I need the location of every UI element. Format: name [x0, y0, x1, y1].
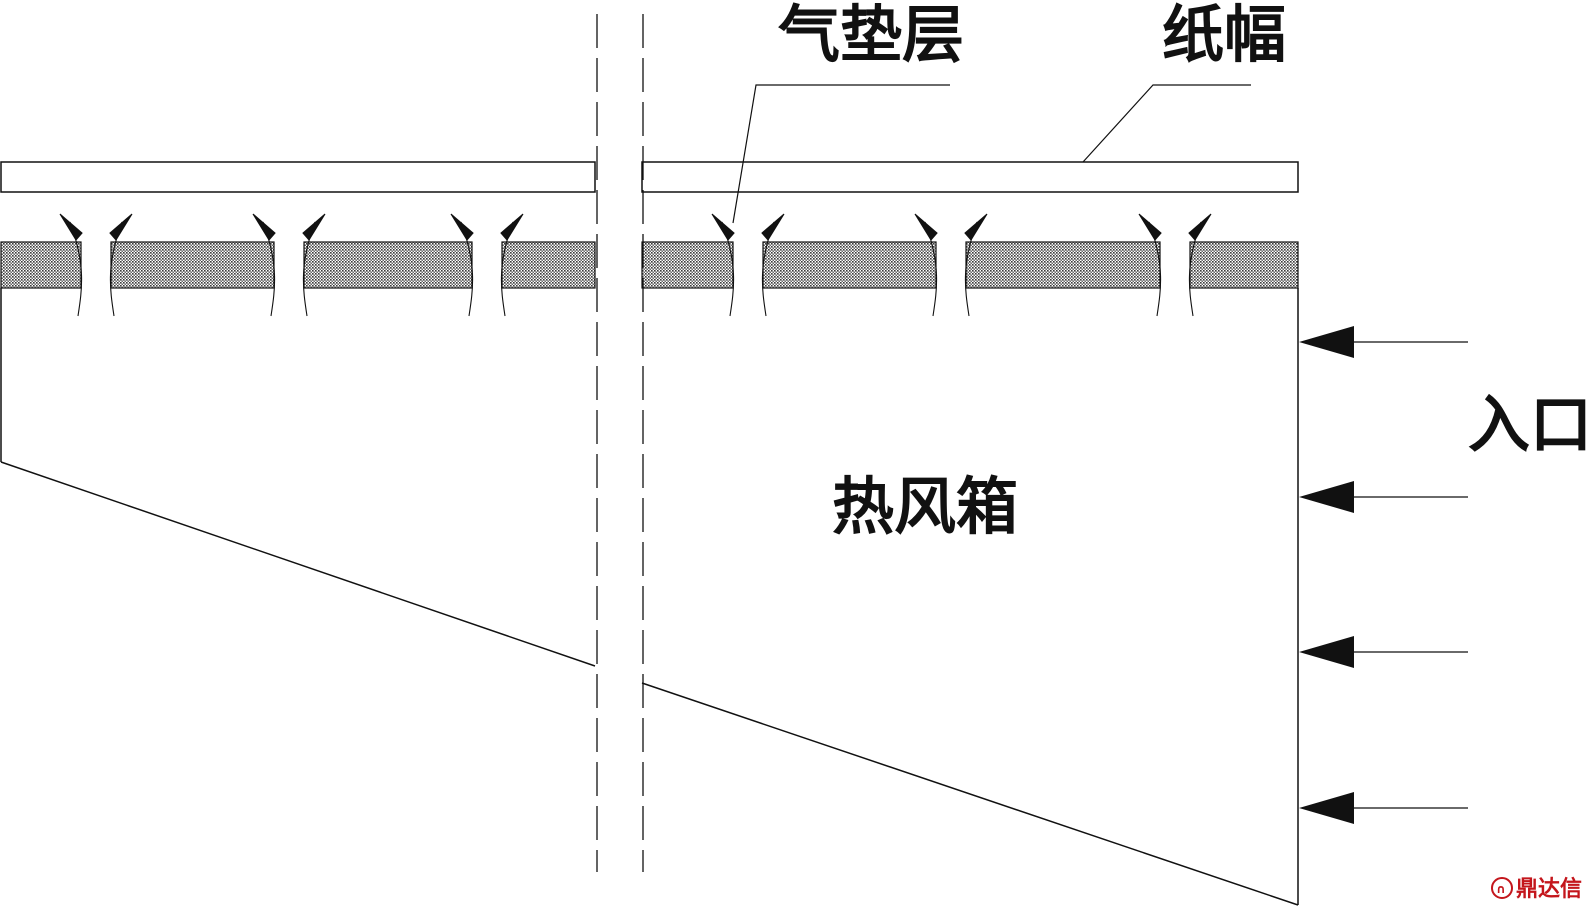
inlet-arrow-icon — [1299, 636, 1354, 668]
nozzle-plate-segment — [641, 241, 734, 289]
nozzle-plate — [0, 241, 1299, 289]
jet-arrow-icon — [914, 213, 938, 241]
logo-mark: ∩ — [1496, 882, 1506, 896]
break-lines — [596, 14, 644, 872]
hot-air-box-outline — [0, 288, 1299, 906]
jet-arrow-icon — [761, 213, 785, 241]
jet-arrow-icon — [59, 213, 83, 241]
inlet-arrow-icon — [1299, 481, 1354, 513]
label-paper-web: 纸幅 — [1162, 0, 1286, 71]
nozzle-plate-segment — [501, 241, 596, 289]
jet-arrow-icon — [450, 213, 474, 241]
paper-web-left — [0, 161, 596, 193]
inlet-arrow — [1299, 326, 1468, 358]
leader-paper-web — [1082, 84, 1251, 163]
jet-arrow-icon — [252, 213, 276, 241]
nozzles — [59, 213, 1212, 317]
nozzle-plate-segment — [965, 241, 1161, 289]
nozzle-jet — [450, 213, 524, 317]
nozzle-jet — [1138, 213, 1212, 317]
inlet-arrow — [1299, 481, 1468, 513]
nozzle-jet — [711, 213, 785, 317]
nozzle-plate-segment — [0, 241, 82, 289]
nozzle-plate-segment — [762, 241, 937, 289]
nozzle-jet — [914, 213, 988, 317]
dingdaxin-logo-icon — [1491, 877, 1513, 899]
jet-arrow-icon — [1188, 213, 1212, 241]
jet-arrow-icon — [711, 213, 735, 241]
nozzle-plate-segment — [110, 241, 275, 289]
paper-web-right — [641, 161, 1299, 193]
paper-web — [0, 161, 1299, 193]
nozzle-plate-segment — [303, 241, 473, 289]
label-air-cushion-layer: 气垫层 — [778, 0, 964, 71]
inlet-arrow-icon — [1299, 326, 1354, 358]
jet-arrow-icon — [1138, 213, 1162, 241]
jet-arrow-icon — [302, 213, 326, 241]
leader-lines — [732, 84, 1251, 224]
box-bottom-left — [0, 461, 596, 667]
box-bottom-right — [641, 682, 1299, 906]
inlet-arrow — [1299, 792, 1468, 824]
inlet-arrows — [1299, 326, 1468, 824]
nozzle-jet — [252, 213, 326, 317]
watermark-text: 鼎达信 — [1516, 876, 1582, 902]
jet-arrow-icon — [964, 213, 988, 241]
nozzle-plate-segment — [1189, 241, 1299, 289]
jet-arrow-icon — [109, 213, 133, 241]
label-inlet: 入口 — [1468, 388, 1592, 461]
nozzle-jet — [59, 213, 133, 317]
leader-air-cushion — [732, 84, 950, 224]
inlet-arrow-icon — [1299, 792, 1354, 824]
inlet-arrow — [1299, 636, 1468, 668]
watermark: ∩ 鼎达信 — [1491, 876, 1582, 902]
label-hot-air-box: 热风箱 — [832, 470, 1018, 543]
jet-arrow-icon — [500, 213, 524, 241]
